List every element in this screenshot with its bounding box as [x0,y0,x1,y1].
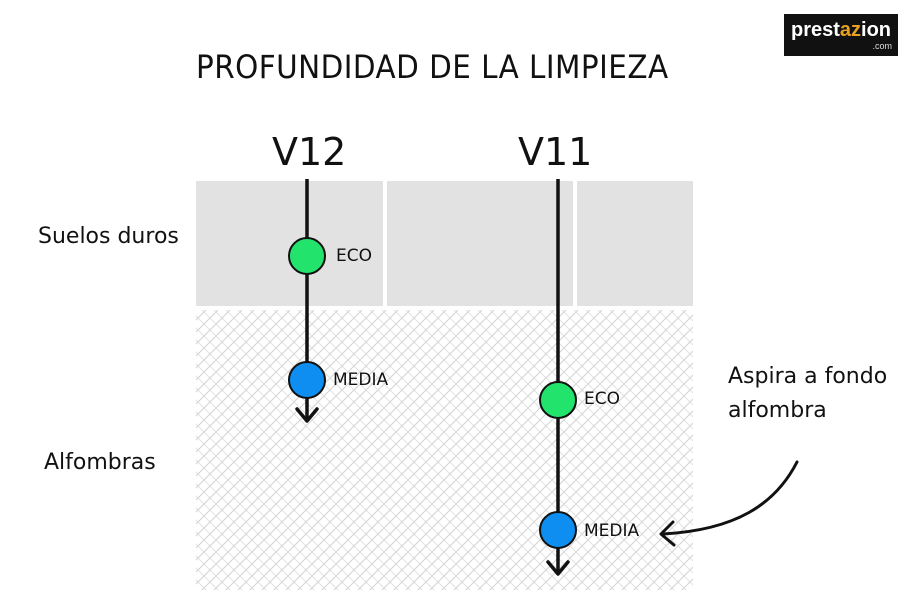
annotation-arrow [661,460,799,536]
surface-label-hard: Suelos duros [38,224,179,249]
annotation-arrow-head [659,520,676,547]
v12-eco-label: ECO [336,246,372,266]
brand-logo: prestazion .com [784,14,898,56]
v12-eco-dot [288,237,326,275]
annotation-line-2: alfombra [728,398,827,423]
model-label-v12: V12 [272,130,347,174]
v11-media-label: MEDIA [584,521,640,541]
brand-domain: .com [872,41,892,51]
carpet-area [196,310,693,590]
v11-media-dot [539,511,577,549]
v11-eco-dot [539,381,577,419]
hard-floor-tile [577,181,693,306]
v12-media-label: MEDIA [333,370,389,390]
surface-label-carpet: Alfombras [44,450,156,475]
v12-arrow-head [295,407,319,423]
model-label-v11: V11 [518,130,593,174]
annotation-text: Aspira a fondo alfombra [728,360,887,428]
v12-media-dot [288,361,326,399]
hard-floor-tile [196,181,383,306]
page-title: PROFUNDIDAD DE LA LIMPIEZA [196,48,669,86]
annotation-line-1: Aspira a fondo [728,364,888,389]
v11-arrow-head [546,560,570,576]
v11-eco-label: ECO [584,389,620,409]
brand-wordmark: prestazion [791,19,892,41]
hard-floor-tile [387,181,573,306]
